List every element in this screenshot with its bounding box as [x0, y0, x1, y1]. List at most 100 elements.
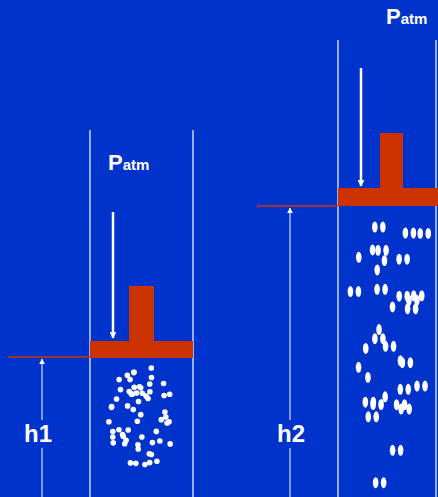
- gas-particle: [130, 407, 136, 413]
- gas-particle: [378, 399, 384, 410]
- gas-particle: [414, 381, 420, 392]
- gas-particle: [398, 445, 404, 456]
- cylinder-wall: [337, 40, 338, 497]
- piston-plate: [90, 341, 193, 358]
- height-label: h2: [275, 420, 307, 448]
- level-line: [257, 205, 338, 207]
- gas-particle: [376, 324, 382, 335]
- pressure-arrow: [360, 68, 363, 186]
- gas-particle: [137, 384, 143, 390]
- gas-particle: [138, 412, 144, 418]
- gas-particle: [106, 419, 112, 425]
- level-line: [8, 356, 90, 358]
- gas-particle: [140, 391, 146, 397]
- gas-particle: [422, 381, 428, 392]
- gas-particle: [110, 429, 116, 435]
- gas-particle: [372, 222, 378, 233]
- gas-particle: [116, 377, 122, 383]
- gas-particle: [404, 254, 410, 265]
- gas-particle: [161, 381, 167, 387]
- gas-particle: [380, 222, 386, 233]
- gas-particle: [116, 427, 122, 433]
- gas-particle: [142, 462, 148, 468]
- gas-particle: [383, 245, 389, 256]
- gas-particle: [167, 391, 173, 397]
- gas-particle: [131, 370, 137, 376]
- gas-particle: [382, 255, 388, 266]
- gas-particle: [411, 290, 417, 301]
- gas-particle: [147, 460, 153, 466]
- gas-particle: [147, 381, 153, 387]
- gas-particle: [128, 460, 134, 466]
- cylinder-wall: [435, 40, 436, 497]
- gas-particle: [149, 365, 155, 371]
- gas-particle: [374, 264, 380, 275]
- gas-particle: [125, 427, 131, 433]
- gas-particle: [381, 477, 387, 488]
- gas-particle: [370, 244, 376, 255]
- piston-plate: [338, 188, 438, 206]
- gas-particle: [390, 301, 396, 312]
- gas-particle: [162, 409, 168, 415]
- gas-particle: [154, 458, 160, 464]
- gas-particle: [375, 245, 381, 256]
- gas-particle: [363, 397, 369, 408]
- gas-particle: [417, 228, 423, 239]
- gas-particle: [139, 434, 145, 440]
- gas-particle: [126, 389, 132, 395]
- gas-particle: [135, 419, 141, 425]
- gas-particle: [380, 333, 386, 344]
- gas-particle: [400, 357, 406, 368]
- piston-rod: [129, 286, 154, 342]
- height-arrow: [290, 208, 291, 497]
- gas-particle: [147, 389, 153, 395]
- pressure-label: Patm: [384, 4, 429, 30]
- gas-particle: [404, 291, 410, 302]
- gas-particle: [363, 343, 369, 354]
- gas-particle: [157, 438, 163, 444]
- gas-particle: [419, 290, 425, 301]
- gas-particle: [153, 429, 159, 435]
- pressure-arrow: [112, 212, 115, 338]
- gas-particle: [145, 396, 151, 402]
- gas-particle: [373, 411, 379, 422]
- gas-particle: [382, 391, 388, 402]
- gas-particle: [356, 286, 362, 297]
- cylinder-wall: [192, 130, 193, 497]
- gas-particle: [372, 333, 378, 344]
- gas-particle: [125, 372, 131, 378]
- gas-particle: [135, 442, 141, 448]
- gas-particle: [405, 384, 411, 395]
- gas-particle: [158, 417, 164, 423]
- gas-particle: [136, 399, 142, 405]
- gas-particle: [114, 396, 120, 402]
- gas-particle: [373, 477, 379, 488]
- gas-particle: [365, 372, 371, 383]
- gas-particle: [406, 404, 412, 415]
- gas-particle: [356, 362, 362, 373]
- gas-particle: [110, 440, 116, 446]
- gas-particle: [109, 404, 115, 410]
- gas-particle: [167, 441, 173, 447]
- gas-particle: [396, 254, 402, 265]
- gas-particle: [382, 284, 388, 295]
- gas-particle: [110, 434, 116, 440]
- gas-particle: [118, 387, 124, 393]
- gas-particle: [397, 384, 403, 395]
- gas-particle: [411, 228, 417, 239]
- gas-particle: [408, 357, 414, 368]
- gas-particle: [133, 461, 139, 467]
- pressure-label: Patm: [106, 150, 151, 176]
- gas-particle: [131, 385, 137, 391]
- gas-particle: [374, 284, 380, 295]
- gas-particle: [398, 404, 404, 415]
- height-label: h1: [22, 420, 54, 448]
- cylinder-wall: [89, 130, 90, 497]
- gas-particle: [356, 252, 362, 263]
- piston-rod: [380, 133, 403, 189]
- gas-particle: [120, 434, 126, 440]
- gas-particles: [348, 222, 431, 489]
- gas-particle: [149, 452, 155, 458]
- gas-particle: [149, 375, 155, 381]
